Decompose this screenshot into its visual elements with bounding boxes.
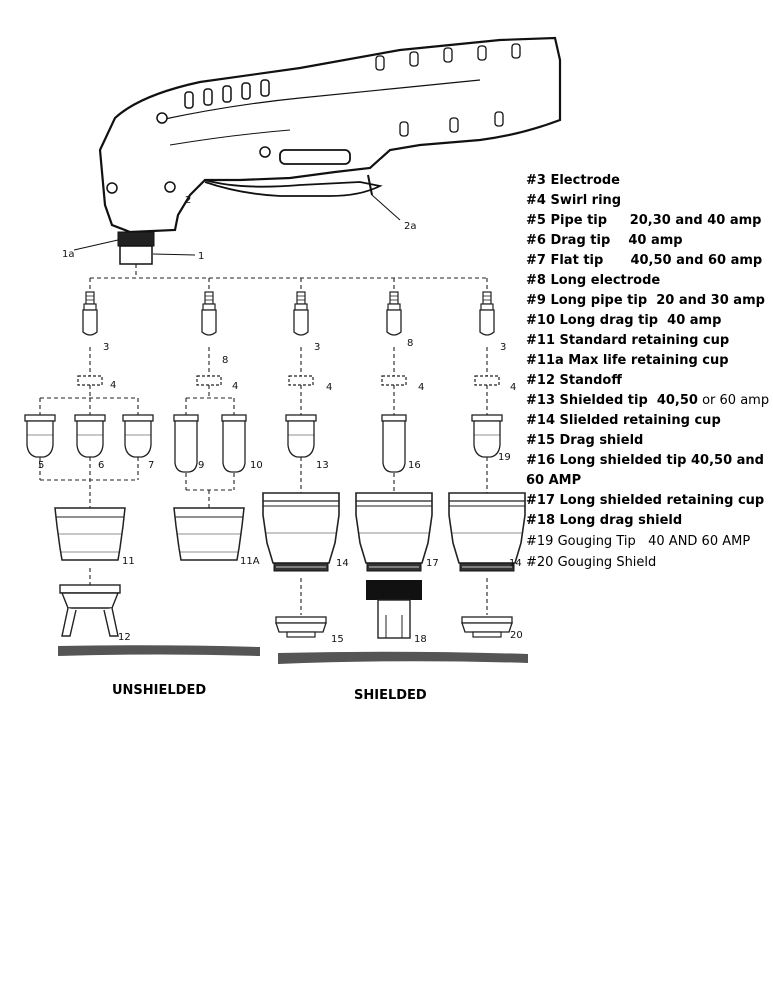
label-p18: 18 — [414, 634, 427, 645]
electrodes-row: 3 8 3 8 3 — [82, 291, 506, 366]
legend-line: #7 Flat tip 40,50 and 60 amp — [526, 253, 762, 268]
long-shielded-retaining-cup-17 — [355, 492, 433, 572]
label-p11: 11 — [122, 556, 135, 567]
swirl-rings-row: 4 4 4 4 4 — [77, 375, 516, 393]
connection-lines — [39, 264, 488, 615]
legend-line: #5 Pipe tip 20,30 and 40 amp — [526, 213, 761, 228]
long-electrode-8b — [386, 291, 402, 336]
label-c2-4: 4 — [232, 381, 238, 392]
parts-legend: #3 Electrode #4 Swirl ring #5 Pipe tip 2… — [526, 173, 769, 570]
gouging-tip-19 — [471, 414, 503, 458]
label-p11a: 11A — [240, 556, 260, 567]
flat-tip-7 — [122, 414, 154, 458]
torch-label-1a: 1a — [62, 249, 75, 260]
label-p14a: 14 — [336, 558, 349, 569]
label-p17: 17 — [426, 558, 439, 569]
electrode-3c — [479, 291, 495, 336]
label-c5-4: 4 — [510, 382, 516, 393]
tips-row: 5 6 7 9 10 13 16 19 — [24, 414, 511, 473]
torch-body: 2 2a 1a 1 — [62, 36, 562, 265]
label-p6: 6 — [98, 460, 104, 471]
label-p15: 15 — [331, 634, 344, 645]
long-shielded-tip-16 — [381, 414, 407, 473]
legend-line: #4 Swirl ring — [526, 193, 621, 208]
long-cup-thread — [366, 580, 422, 600]
caption-unshielded: UNSHIELDED — [112, 683, 206, 698]
label-p5: 5 — [38, 460, 44, 471]
label-p20: 20 — [510, 630, 523, 641]
pipe-tip-5 — [24, 414, 56, 458]
max-life-retaining-cup-11a — [173, 507, 245, 561]
legend-line: #14 Slielded retaining cup — [526, 413, 721, 428]
long-electrode-8a — [201, 291, 217, 336]
legend-line: #15 Drag shield — [526, 433, 643, 448]
legend-line: #19 Gouging Tip 40 AND 60 AMP — [526, 534, 750, 549]
label-c3-3: 3 — [314, 342, 320, 353]
long-drag-tip-10 — [221, 414, 247, 473]
label-p12: 12 — [118, 632, 131, 643]
swirl-ring-a — [77, 375, 103, 386]
legend-line: #9 Long pipe tip 20 and 30 amp — [526, 293, 765, 308]
legend-13-extra: or 60 amp — [698, 393, 769, 408]
legend-line: #10 Long drag tip 40 amp — [526, 313, 721, 328]
torch-label-1: 1 — [198, 251, 204, 262]
label-p16: 16 — [408, 460, 421, 471]
legend-line: #17 Long shielded retaining cup — [526, 493, 764, 508]
legend-line-13: #13 Shielded tip 40,50 or 60 amp — [526, 393, 769, 408]
swirl-ring-b — [196, 375, 222, 386]
gouging-shield-20 — [461, 616, 513, 638]
legend-line: #18 Long drag shield — [526, 513, 682, 528]
standard-retaining-cup-11 — [54, 507, 126, 561]
standoff-12 — [59, 584, 121, 637]
label-p13: 13 — [316, 460, 329, 471]
legend-line: #11 Standard retaining cup — [526, 333, 729, 348]
legend-line: 60 AMP — [526, 473, 581, 488]
electrode-3a — [82, 291, 98, 336]
label-p10: 10 — [250, 460, 263, 471]
label-c1-3: 3 — [103, 342, 109, 353]
shielded-tip-13 — [285, 414, 317, 458]
label-c4-4: 4 — [418, 382, 424, 393]
label-p7: 7 — [148, 460, 154, 471]
bottom-parts-row: 12 15 18 20 — [59, 584, 523, 645]
drag-tip-6 — [74, 414, 106, 458]
swirl-ring-d — [381, 375, 407, 386]
torch-label-2a: 2a — [404, 221, 417, 232]
label-c2-8: 8 — [222, 355, 228, 366]
torch-label-2: 2 — [185, 195, 191, 206]
unshielded-base-bar — [58, 645, 260, 656]
label-c5-3: 3 — [500, 342, 506, 353]
drag-shield-15 — [275, 616, 327, 638]
label-c1-4: 4 — [110, 380, 116, 391]
label-c3-4: 4 — [326, 382, 332, 393]
legend-line: #8 Long electrode — [526, 273, 660, 288]
swirl-ring-c — [288, 375, 314, 386]
shielded-retaining-cup-14a — [262, 492, 340, 572]
label-p14b: 14 — [509, 558, 522, 569]
shielded-base-bar — [278, 651, 528, 664]
cups-row: 11 11A 14 17 14 — [54, 492, 526, 600]
label-c4-8: 8 — [407, 338, 413, 349]
label-p19: 19 — [498, 452, 511, 463]
electrode-3b — [293, 291, 309, 336]
long-pipe-tip-9 — [173, 414, 199, 473]
legend-13-main: #13 Shielded tip 40,50 — [526, 393, 698, 408]
swirl-ring-e — [474, 375, 500, 386]
legend-line: #3 Electrode — [526, 173, 620, 188]
long-drag-shield-18 — [377, 599, 411, 639]
legend-line: #12 Standoff — [526, 373, 622, 388]
legend-line: #16 Long shielded tip 40,50 and — [526, 453, 764, 468]
legend-line: #20 Gouging Shield — [526, 555, 656, 570]
caption-shielded: SHIELDED — [354, 688, 427, 703]
legend-line: #6 Drag tip 40 amp — [526, 233, 683, 248]
label-p9: 9 — [198, 460, 204, 471]
legend-line: #11a Max life retaining cup — [526, 353, 729, 368]
